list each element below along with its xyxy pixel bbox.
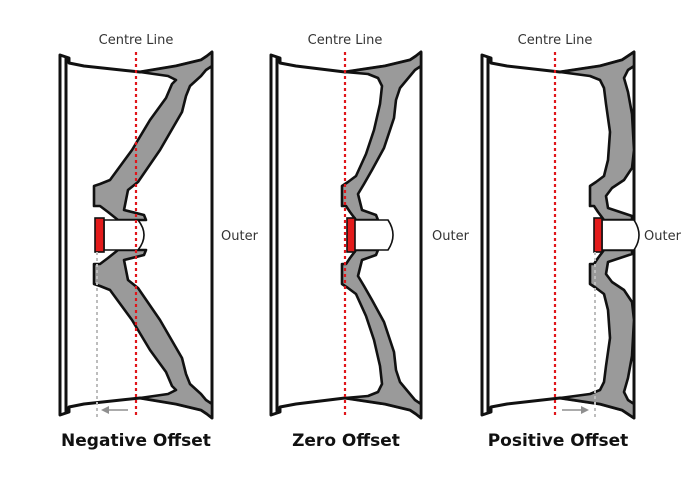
spoke-lower — [92, 248, 214, 420]
spoke-upper — [558, 50, 636, 222]
offset-arrow-head — [581, 406, 589, 414]
centre-line-label: Centre Line — [308, 33, 383, 48]
diagram-title: Positive Offset — [488, 431, 629, 451]
diagram-title: Zero Offset — [292, 431, 400, 451]
wheel-negative-offset: Centre Line Outer Negative Offset — [58, 33, 259, 451]
hub-bore — [601, 219, 640, 251]
mounting-face — [593, 217, 603, 253]
hub-bore — [103, 219, 145, 251]
hub-bore — [353, 219, 394, 251]
outer-label: Outer — [644, 229, 682, 244]
centre-line-label: Centre Line — [99, 33, 174, 48]
offset-arrow-head — [101, 406, 109, 414]
mounting-face — [94, 217, 105, 253]
spoke-lower — [558, 248, 636, 420]
centre-line-label: Centre Line — [518, 33, 593, 48]
diagram-title: Negative Offset — [61, 431, 211, 451]
wheel-positive-offset: Centre Line Outer Positive Offset — [480, 33, 682, 451]
outer-label: Outer — [432, 229, 470, 244]
mounting-face — [346, 217, 356, 253]
spoke-upper — [92, 50, 214, 222]
spoke-lower — [340, 248, 423, 420]
outer-label: Outer — [221, 229, 259, 244]
spoke-upper — [340, 50, 423, 222]
wheel-zero-offset: Centre Line Outer Zero Offset — [269, 33, 470, 451]
